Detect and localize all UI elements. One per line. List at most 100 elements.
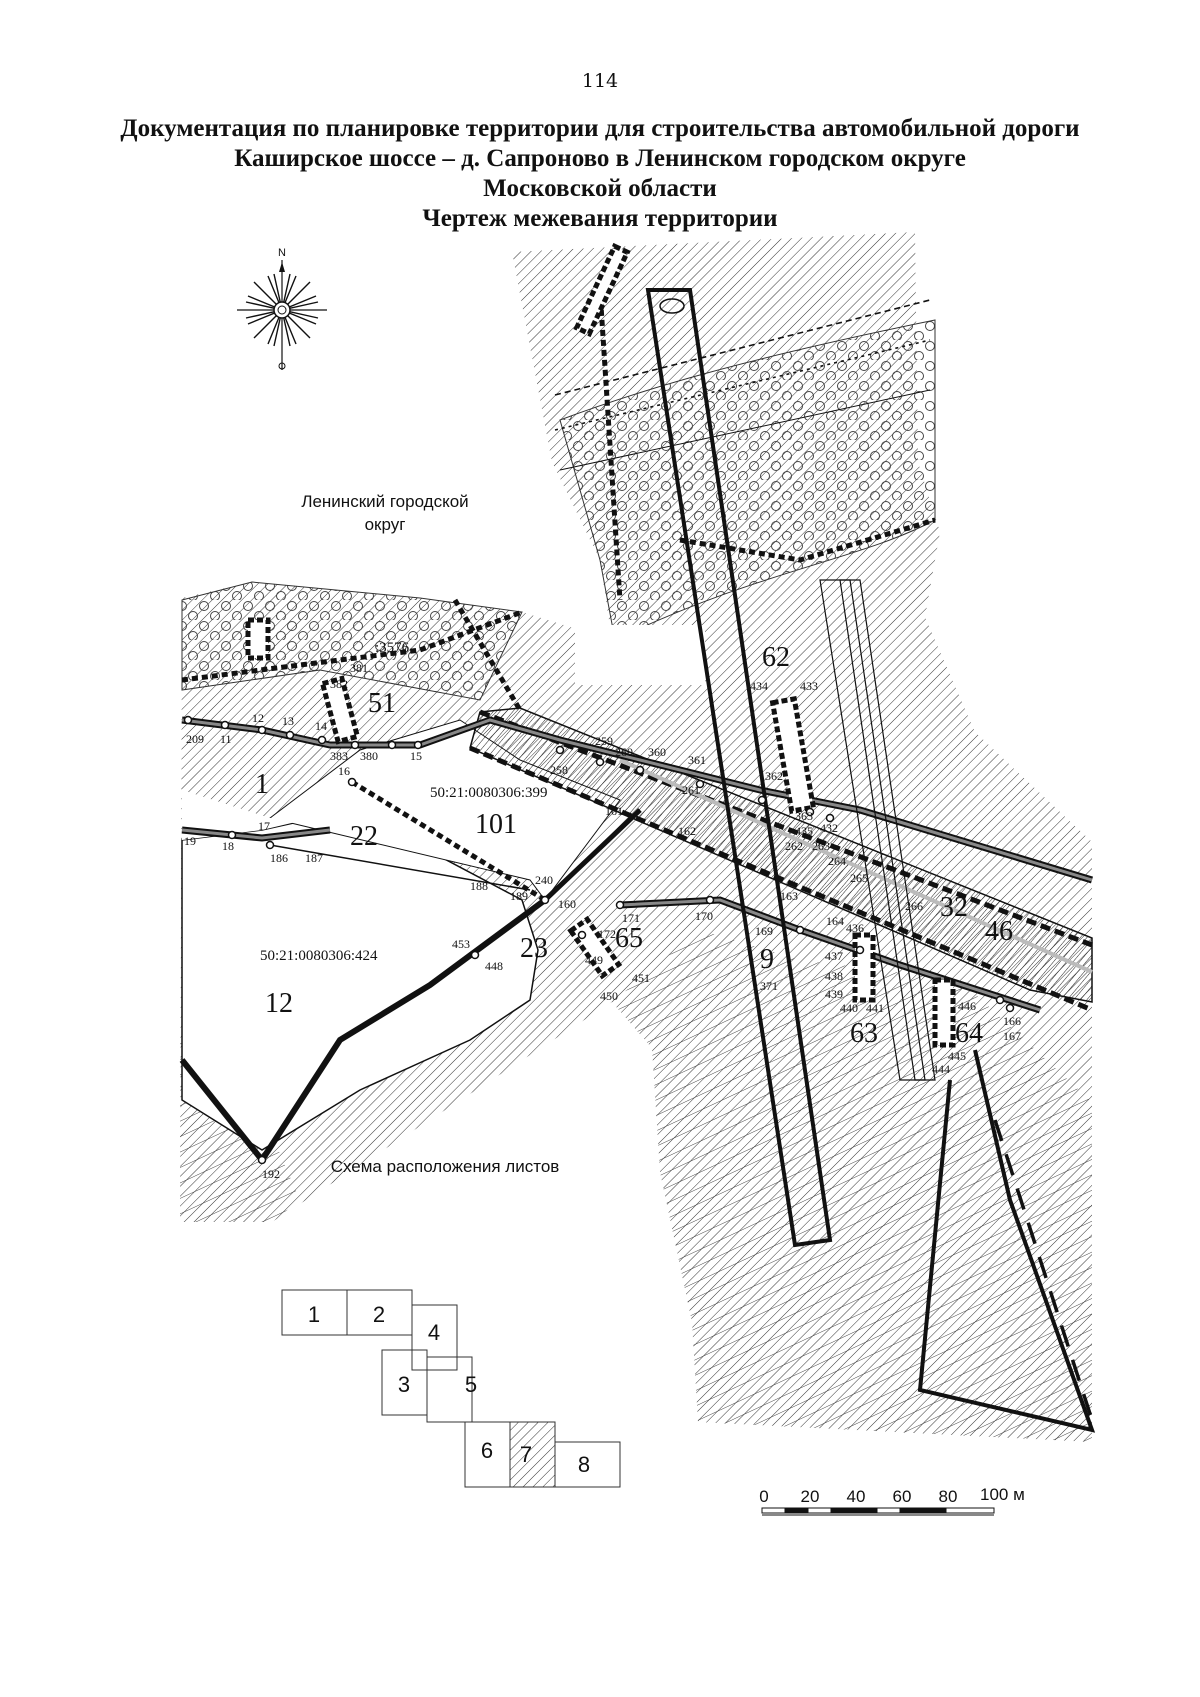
title-line-1: Документация по планировке территории дл… bbox=[120, 115, 1080, 142]
point-label-437: 437 bbox=[825, 949, 843, 963]
point-label-188: 188 bbox=[470, 879, 488, 893]
sheet-label-8: 8 bbox=[578, 1452, 590, 1477]
survey-points bbox=[183, 715, 1015, 1165]
point-label-161: 161 bbox=[605, 804, 623, 818]
parcel-label-23: 23 bbox=[520, 933, 548, 964]
point-192 bbox=[257, 1155, 267, 1165]
sheet-box-4 bbox=[411, 1304, 458, 1371]
point-label-451: 451 bbox=[632, 971, 650, 985]
point-15 bbox=[413, 740, 423, 750]
cadastral-label-399: 50:21:0080306:399 bbox=[430, 785, 548, 801]
point-362 bbox=[757, 795, 767, 805]
point-label-260: 260 bbox=[615, 745, 633, 759]
sheet-label-3: 3 bbox=[398, 1372, 410, 1397]
point-label-172: 172 bbox=[598, 927, 616, 941]
point-label-162: 162 bbox=[678, 824, 696, 838]
point-label-444: 444 bbox=[932, 1062, 950, 1076]
page-number: 114 bbox=[581, 70, 619, 92]
point-label-266: 266 bbox=[905, 899, 923, 913]
sheet-label-2: 2 bbox=[373, 1302, 385, 1327]
survey-strip bbox=[645, 288, 936, 1248]
point-14 bbox=[317, 735, 327, 745]
point-209 bbox=[183, 715, 193, 725]
forest-boundary-2 bbox=[554, 339, 931, 431]
parcel-51-strip bbox=[319, 675, 361, 745]
point-361 bbox=[695, 779, 705, 789]
parcel-label-51: 51 bbox=[368, 688, 396, 719]
point-label-259: 259 bbox=[595, 734, 613, 748]
point-label-12: 12 bbox=[252, 711, 264, 725]
title-line-2: Каширское шоссе – д. Сапроново в Ленинск… bbox=[234, 145, 966, 172]
scale-tick-40: 40 bbox=[847, 1487, 866, 1506]
point-label-433: 433 bbox=[800, 679, 818, 693]
point-label-371: 371 bbox=[760, 979, 778, 993]
point-label-382: 382 bbox=[330, 677, 348, 691]
point-13 bbox=[285, 730, 295, 740]
parcel-northwest-strip bbox=[245, 617, 271, 661]
point-label-189: 189 bbox=[510, 889, 528, 903]
parcel-label-32: 32 bbox=[940, 892, 968, 923]
point-258 bbox=[555, 745, 565, 755]
point-172 bbox=[577, 930, 587, 940]
boundary-lines bbox=[179, 289, 1096, 1433]
point-label-446: 446 bbox=[958, 999, 976, 1013]
point-label-449: 449 bbox=[585, 953, 603, 967]
cadastral-label-424: 50:21:0080306:424 bbox=[260, 948, 378, 964]
point-170 bbox=[705, 895, 715, 905]
point-label-11: 11 bbox=[220, 732, 232, 746]
point-383 bbox=[350, 740, 360, 750]
sheet-box-7-highlighted bbox=[509, 1421, 556, 1488]
point-label-186: 186 bbox=[270, 851, 288, 865]
boundary-south-east bbox=[917, 1049, 1096, 1433]
point-171 bbox=[615, 900, 625, 910]
boundary-north-west bbox=[181, 609, 523, 683]
point-16 bbox=[347, 777, 357, 787]
point-label-167: 167 bbox=[1003, 1029, 1021, 1043]
compass-rose: N bbox=[237, 247, 327, 370]
point-164 bbox=[855, 945, 865, 955]
point-label-209: 209 bbox=[186, 732, 204, 746]
parcel-63-strip bbox=[852, 932, 876, 1003]
sheet-label-4: 4 bbox=[428, 1320, 440, 1345]
road-center-strip bbox=[619, 758, 1093, 974]
parcel-64-strip bbox=[932, 977, 956, 1048]
sheet-label-1: 1 bbox=[308, 1302, 320, 1327]
sheet-label-6: 6 bbox=[481, 1438, 493, 1463]
point-label-450: 450 bbox=[600, 989, 618, 1003]
point-label-383: 383 bbox=[330, 749, 348, 763]
compass-north-label: N bbox=[278, 247, 286, 259]
point-label-170: 170 bbox=[695, 909, 713, 923]
point-label-192: 192 bbox=[262, 1167, 280, 1181]
point-label-381: 381 bbox=[350, 661, 368, 675]
point-label-19: 19 bbox=[184, 834, 196, 848]
narrow-strip-outline-2 bbox=[839, 579, 936, 1081]
schema-title: Схема расположения листов bbox=[331, 1157, 560, 1176]
scale-tick-60: 60 bbox=[893, 1487, 912, 1506]
parcel-label-64: 64 bbox=[955, 1018, 983, 1049]
parcel-1-area bbox=[182, 790, 355, 840]
scale-tick-20: 20 bbox=[801, 1487, 820, 1506]
parcel-label-63: 63 bbox=[850, 1018, 878, 1049]
point-186 bbox=[265, 840, 275, 850]
point-label-258: 258 bbox=[550, 763, 568, 777]
road-west-segment-inner bbox=[181, 828, 331, 840]
point-label-14: 14 bbox=[315, 719, 327, 733]
point-label-360: 360 bbox=[648, 745, 666, 759]
point-167 bbox=[1005, 1003, 1015, 1013]
boundary-west-corner bbox=[179, 1058, 265, 1162]
point-label-160: 160 bbox=[558, 897, 576, 911]
point-label-18: 18 bbox=[222, 839, 234, 853]
point-label-169: 169 bbox=[755, 924, 773, 938]
point-label-263: 263 bbox=[812, 839, 830, 853]
point-453 bbox=[470, 950, 480, 960]
point-363 bbox=[805, 807, 815, 817]
parcel-62-strip bbox=[769, 696, 817, 814]
parcel-label-1: 1 bbox=[255, 769, 269, 800]
point-label-445: 445 bbox=[948, 1049, 966, 1063]
boundary-240-161 bbox=[543, 808, 642, 902]
survey-strip-outline bbox=[645, 288, 833, 1248]
highway-corridor bbox=[469, 707, 1093, 1013]
boundary-south-west bbox=[259, 897, 547, 1162]
scale-tick-0: 0 bbox=[759, 1487, 768, 1506]
strip-marker bbox=[659, 298, 685, 314]
